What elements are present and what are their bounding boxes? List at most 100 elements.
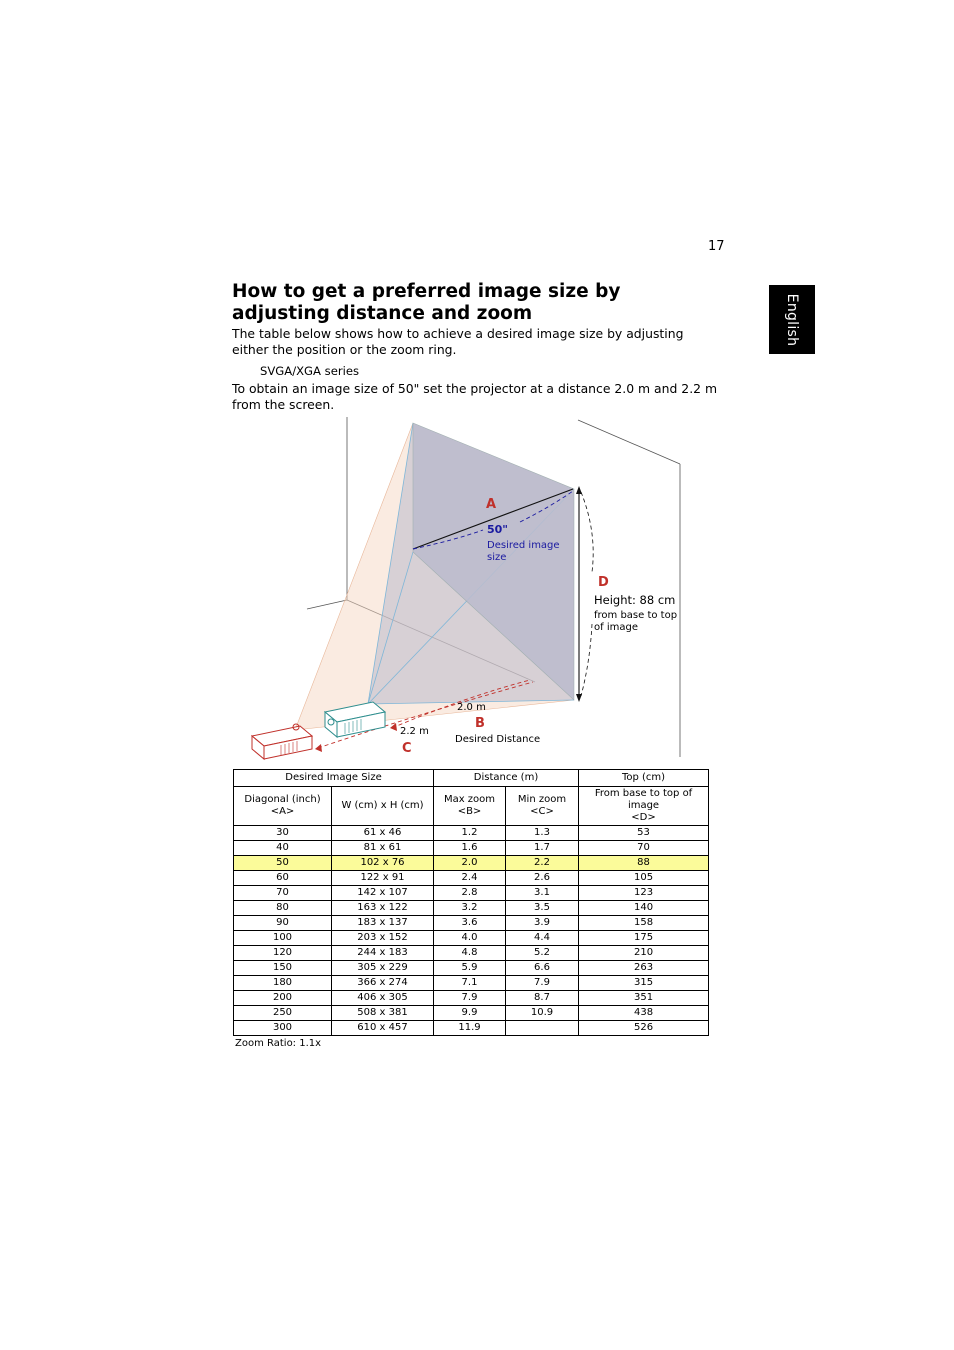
projection-illustration <box>250 417 681 761</box>
min-distance-label: 2.2 m <box>400 726 429 737</box>
cell-top: 105 <box>578 870 710 886</box>
image-size-table: Desired Image Size Distance (m) Top (cm)… <box>233 769 710 1036</box>
instruction-paragraph: To obtain an image size of 50" set the p… <box>232 381 718 412</box>
table-column-header-row: Diagonal (inch)<A> W (cm) x H (cm) Max z… <box>233 786 710 826</box>
cell-wxh: 183 x 137 <box>331 915 434 931</box>
cell-max-zoom: 3.2 <box>433 900 506 916</box>
label-c: C <box>402 741 412 756</box>
language-tab-label: English <box>784 293 800 346</box>
cell-max-zoom: 5.9 <box>433 960 506 976</box>
label-a: A <box>486 497 497 512</box>
col-header-diagonal: Diagonal (inch)<A> <box>233 786 332 826</box>
cell-min-zoom: 2.2 <box>504 855 580 871</box>
cell-diagonal: 40 <box>233 840 332 856</box>
cell-min-zoom: 4.4 <box>504 930 580 946</box>
cell-diagonal: 70 <box>233 885 332 901</box>
cell-min-zoom: 5.2 <box>504 945 580 961</box>
page-title: How to get a preferred image size by adj… <box>232 281 621 324</box>
cell-min-zoom: 2.6 <box>504 870 580 886</box>
cell-top: 438 <box>578 1005 710 1021</box>
col-header-top: From base to top of image<D> <box>578 786 710 826</box>
cell-min-zoom: 3.5 <box>504 900 580 916</box>
image-size-caption-2: size <box>487 552 507 563</box>
cell-wxh: 406 x 305 <box>331 990 434 1006</box>
series-label: SVGA/XGA series <box>260 364 359 378</box>
col-header-min-zoom: Min zoom<C> <box>504 786 580 826</box>
label-b: B <box>475 716 485 731</box>
label-d: D <box>598 575 609 590</box>
image-size-caption: Desired image <box>487 540 560 551</box>
cell-min-zoom: 1.3 <box>504 825 580 841</box>
cell-wxh: 122 x 91 <box>331 870 434 886</box>
cell-max-zoom: 7.9 <box>433 990 506 1006</box>
cell-max-zoom: 2.4 <box>433 870 506 886</box>
red-projector-icon <box>250 723 314 761</box>
cell-top: 88 <box>578 855 710 871</box>
projection-diagram: A 50" Desired image size D Height: 88 cm… <box>245 412 715 762</box>
cell-min-zoom: 7.9 <box>504 975 580 991</box>
cell-min-zoom: 3.1 <box>504 885 580 901</box>
cell-top: 175 <box>578 930 710 946</box>
cell-max-zoom: 4.0 <box>433 930 506 946</box>
cell-diagonal: 90 <box>233 915 332 931</box>
group-header-top: Top (cm) <box>578 769 710 787</box>
height-value: Height: 88 cm <box>594 593 676 607</box>
cell-max-zoom: 1.6 <box>433 840 506 856</box>
cell-wxh: 142 x 107 <box>331 885 434 901</box>
col-header-max-zoom: Max zoom<B> <box>433 786 506 826</box>
cell-top: 53 <box>578 825 710 841</box>
cell-wxh: 366 x 274 <box>331 975 434 991</box>
cell-max-zoom: 7.1 <box>433 975 506 991</box>
image-size-value: 50" <box>487 523 509 536</box>
cell-min-zoom: 3.9 <box>504 915 580 931</box>
height-caption-2: of image <box>594 622 638 633</box>
cell-diagonal: 300 <box>233 1020 332 1036</box>
cell-wxh: 163 x 122 <box>331 900 434 916</box>
cell-diagonal: 80 <box>233 900 332 916</box>
cell-top: 210 <box>578 945 710 961</box>
cell-wxh: 508 x 381 <box>331 1005 434 1021</box>
cell-min-zoom <box>504 1020 580 1036</box>
cell-diagonal: 60 <box>233 870 332 886</box>
cell-diagonal: 200 <box>233 990 332 1006</box>
cell-max-zoom: 3.6 <box>433 915 506 931</box>
table-group-header-row: Desired Image Size Distance (m) Top (cm) <box>233 769 710 787</box>
cell-max-zoom: 11.9 <box>433 1020 506 1036</box>
cell-max-zoom: 2.8 <box>433 885 506 901</box>
group-header-distance: Distance (m) <box>432 769 580 787</box>
cell-top: 70 <box>578 840 710 856</box>
cell-max-zoom: 4.8 <box>433 945 506 961</box>
cell-top: 263 <box>578 960 710 976</box>
height-caption: from base to top <box>594 610 678 621</box>
cell-top: 526 <box>578 1020 710 1036</box>
cell-diagonal: 30 <box>233 825 332 841</box>
max-distance-label: 2.0 m <box>457 702 486 713</box>
col-header-wxh: W (cm) x H (cm) <box>331 786 434 826</box>
cell-wxh: 81 x 61 <box>331 840 434 856</box>
cell-min-zoom: 8.7 <box>504 990 580 1006</box>
cell-diagonal: 50 <box>233 855 332 871</box>
cell-max-zoom: 2.0 <box>433 855 506 871</box>
intro-paragraph: The table below shows how to achieve a d… <box>232 326 684 357</box>
cell-diagonal: 250 <box>233 1005 332 1021</box>
group-header-image-size: Desired Image Size <box>233 769 434 787</box>
cell-wxh: 61 x 46 <box>331 825 434 841</box>
cell-diagonal: 150 <box>233 960 332 976</box>
cell-wxh: 610 x 457 <box>331 1020 434 1036</box>
cell-top: 140 <box>578 900 710 916</box>
cell-max-zoom: 1.2 <box>433 825 506 841</box>
cell-wxh: 305 x 229 <box>331 960 434 976</box>
cell-wxh: 244 x 183 <box>331 945 434 961</box>
cell-wxh: 102 x 76 <box>331 855 434 871</box>
cell-min-zoom: 1.7 <box>504 840 580 856</box>
